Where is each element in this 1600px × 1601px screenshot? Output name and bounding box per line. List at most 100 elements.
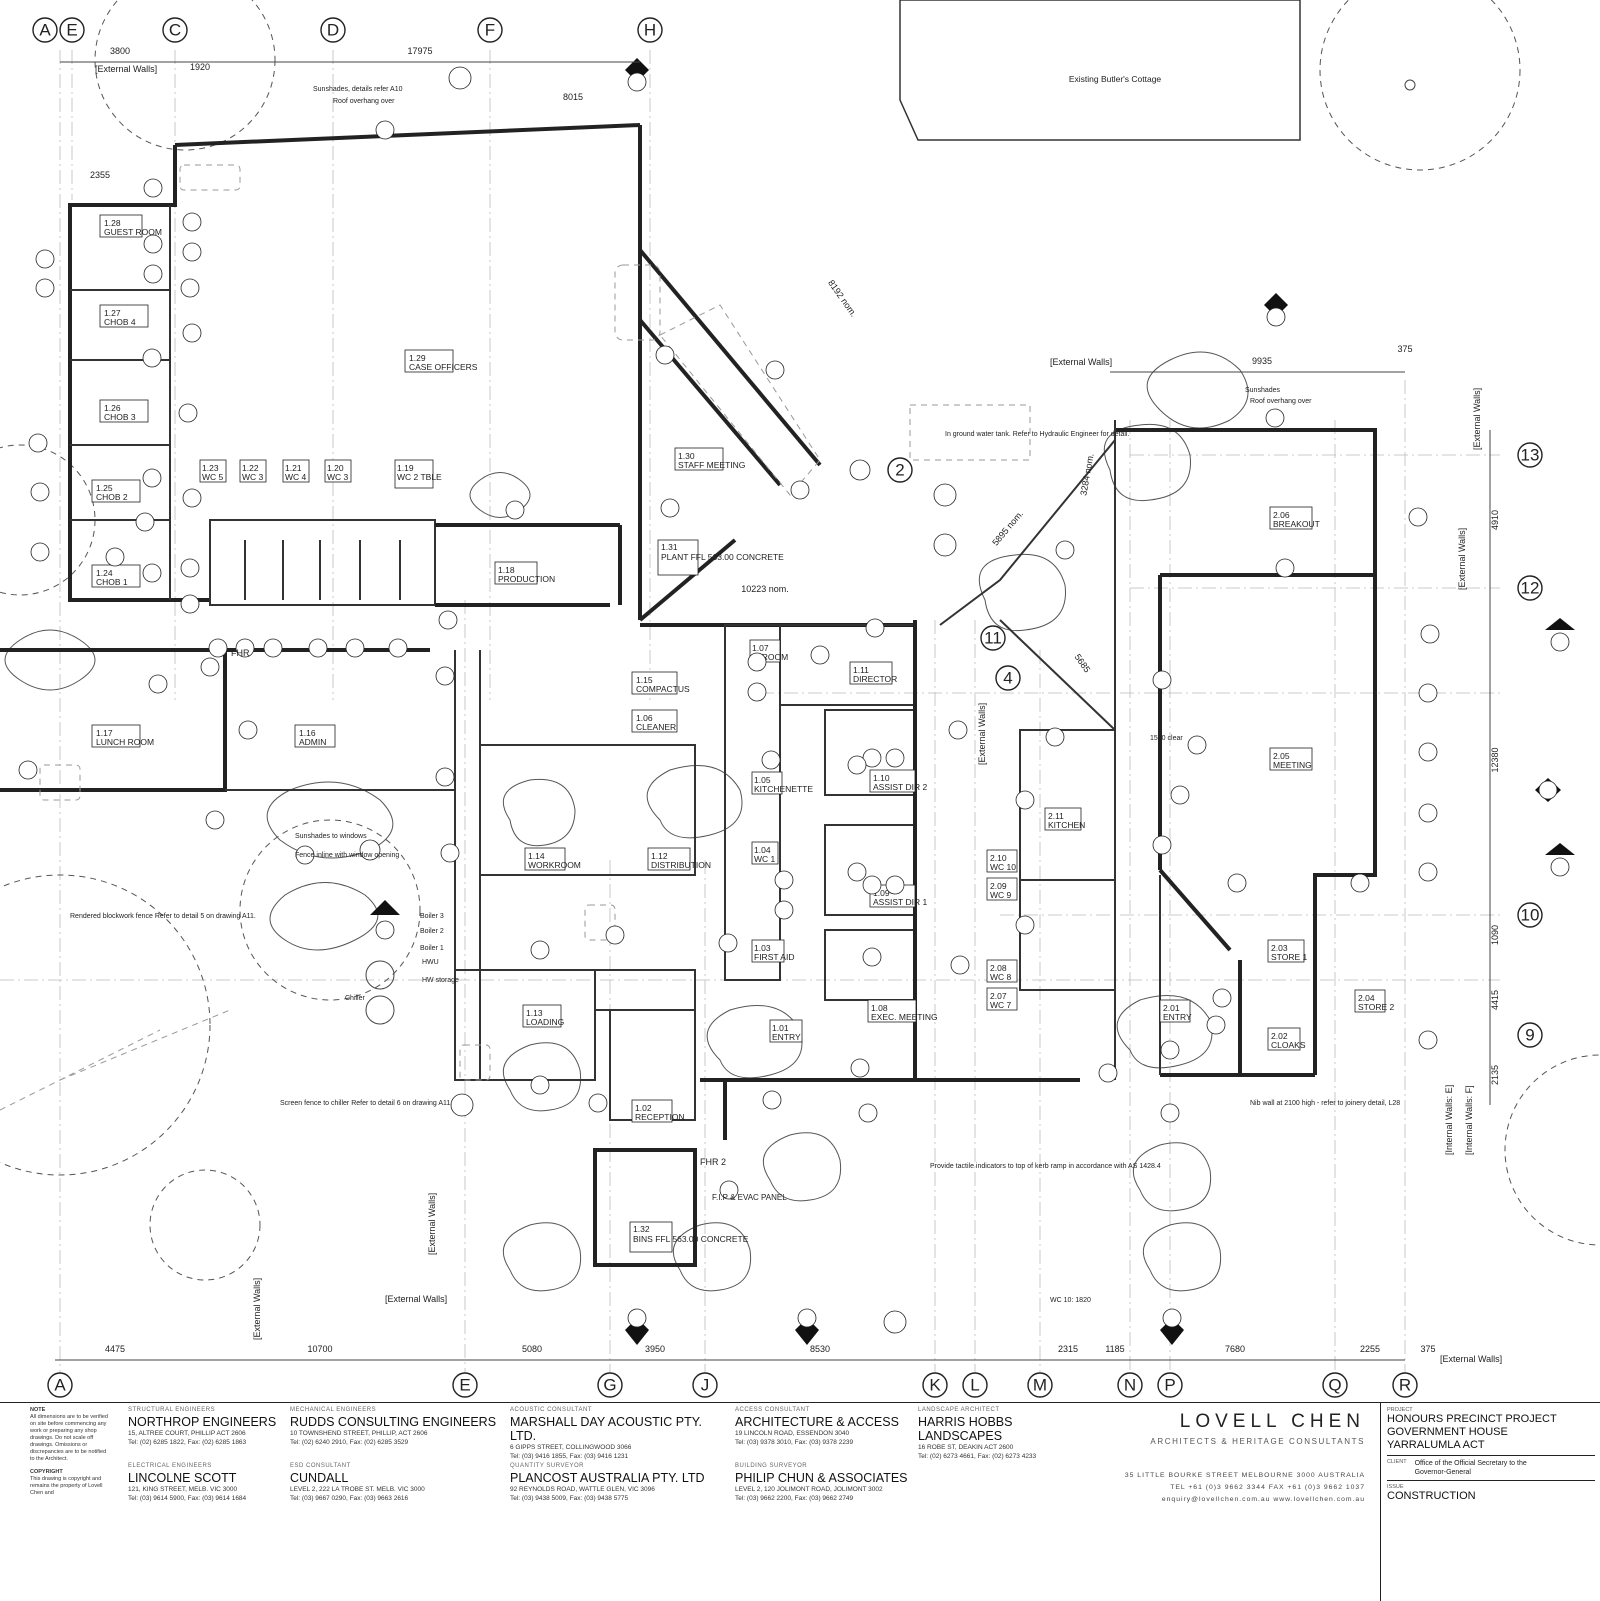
grid-bubbles-top: A E C D F H bbox=[32, 17, 663, 43]
svg-text:1.24: 1.24 bbox=[96, 568, 113, 578]
svg-text:STAFF MEETING: STAFF MEETING bbox=[678, 460, 745, 470]
dim-4475: 4475 bbox=[105, 1344, 125, 1354]
dim-8192-nom: 8192 nom. bbox=[826, 278, 859, 319]
external-walls-label-right: [External Walls] bbox=[1472, 388, 1482, 450]
svg-text:1.31: 1.31 bbox=[661, 542, 678, 552]
dim-2255: 2255 bbox=[1360, 1344, 1380, 1354]
svg-text:ADMIN: ADMIN bbox=[299, 737, 326, 747]
hw-storage-label: HW storage bbox=[422, 977, 459, 984]
section-markers bbox=[359, 58, 1575, 1345]
section-marker-e-bottom bbox=[625, 1308, 649, 1345]
svg-text:9: 9 bbox=[1525, 1026, 1534, 1045]
sunshades2-note: Sunshades bbox=[1245, 387, 1281, 394]
grid-bubble-r-bottom: R bbox=[1392, 1372, 1418, 1398]
screen-fence-note: Screen fence to chiller Refer to detail … bbox=[280, 1100, 452, 1107]
section-marker-g-bottom bbox=[1160, 1308, 1184, 1345]
svg-text:CLOAKS: CLOAKS bbox=[1271, 1040, 1306, 1050]
svg-text:G: G bbox=[603, 1376, 616, 1395]
svg-text:WC 5: WC 5 bbox=[202, 472, 224, 482]
svg-text:STORE 2: STORE 2 bbox=[1358, 1002, 1394, 1012]
grid-bubble-e-top: E bbox=[59, 17, 85, 43]
section-marker-01-top bbox=[448, 66, 472, 90]
fence-note: Rendered blockwork fence Refer to detail… bbox=[70, 913, 256, 920]
svg-text:13: 13 bbox=[1521, 446, 1540, 465]
svg-text:CHOB 4: CHOB 4 bbox=[104, 317, 136, 327]
svg-text:DISTRIBUTION: DISTRIBUTION bbox=[651, 860, 711, 870]
dim-1920: 1920 bbox=[190, 62, 210, 72]
svg-text:1.20: 1.20 bbox=[327, 463, 344, 473]
svg-text:2.05: 2.05 bbox=[1273, 751, 1290, 761]
butlers-cottage-label: Existing Butler's Cottage bbox=[1069, 74, 1162, 84]
svg-text:Q: Q bbox=[1328, 1376, 1341, 1395]
svg-text:1.04: 1.04 bbox=[754, 845, 771, 855]
grid-bubble-d-top: D bbox=[320, 17, 346, 43]
svg-text:11: 11 bbox=[984, 629, 1002, 648]
sunshades-windows-note: Sunshades to windows bbox=[295, 833, 367, 840]
svg-text:2.08: 2.08 bbox=[990, 963, 1007, 973]
dim-2315: 2315 bbox=[1058, 1344, 1078, 1354]
svg-text:E: E bbox=[459, 1376, 470, 1395]
grid-bubble-n-bottom: N bbox=[1117, 1372, 1143, 1398]
svg-text:CLEANER: CLEANER bbox=[636, 722, 676, 732]
svg-text:WC 10: WC 10 bbox=[990, 862, 1016, 872]
boiler3-label: Boiler 3 bbox=[420, 913, 444, 920]
grid-bubble-f-top: F bbox=[477, 17, 503, 43]
svg-text:1.06: 1.06 bbox=[636, 713, 653, 723]
dashed-features bbox=[0, 164, 1031, 1111]
project-name-line2: GOVERNMENT HOUSE bbox=[1387, 1426, 1508, 1438]
svg-text:2.04: 2.04 bbox=[1358, 993, 1375, 1003]
grid-bubble-h-top: H bbox=[637, 17, 663, 43]
firm-address-line1: 35 LITTLE BOURKE STREET MELBOURNE 3000 A… bbox=[1124, 1472, 1365, 1479]
svg-text:1.25: 1.25 bbox=[96, 483, 113, 493]
dim-9935: 9935 bbox=[1252, 356, 1272, 366]
svg-text:4: 4 bbox=[1003, 669, 1012, 688]
svg-text:1.27: 1.27 bbox=[104, 308, 121, 318]
water-tank-note: In ground water tank. Refer to Hydraulic… bbox=[945, 431, 1129, 438]
svg-text:1.26: 1.26 bbox=[104, 403, 121, 413]
firm-subtitle: ARCHITECTS & HERITAGE CONSULTANTS bbox=[1150, 1437, 1365, 1446]
svg-text:KITCHENETTE: KITCHENETTE bbox=[754, 784, 813, 794]
svg-text:1.08: 1.08 bbox=[871, 1003, 888, 1013]
fhr2-label: FHR 2 bbox=[700, 1157, 726, 1167]
section-marker-a-right bbox=[1545, 618, 1575, 652]
dim-12380: 12380 bbox=[1490, 747, 1500, 772]
svg-text:2.03: 2.03 bbox=[1271, 943, 1288, 953]
grid-bubble-13: 13 bbox=[1517, 442, 1543, 468]
svg-text:KITCHEN: KITCHEN bbox=[1048, 820, 1085, 830]
section-marker-g bbox=[1264, 293, 1288, 327]
grid-bubble-e-bottom: E bbox=[452, 1372, 478, 1398]
svg-text:2.02: 2.02 bbox=[1271, 1031, 1288, 1041]
boiler2-label: Boiler 2 bbox=[420, 928, 444, 935]
wall-labels: [External Walls] [External Walls] [Exter… bbox=[95, 64, 1502, 1364]
svg-text:1.30: 1.30 bbox=[678, 451, 695, 461]
consultant-acoustic: ACOUSTIC CONSULTANT MARSHALL DAY ACOUSTI… bbox=[510, 1407, 702, 1460]
client-name: Office of the Official Secretary to the … bbox=[1414, 1460, 1527, 1476]
project-name-line3: YARRALUMLA ACT bbox=[1387, 1439, 1485, 1451]
grid-lines bbox=[0, 50, 1500, 1380]
svg-text:1.19: 1.19 bbox=[397, 463, 414, 473]
section-marker-d-mid bbox=[359, 839, 381, 861]
svg-text:F: F bbox=[485, 21, 495, 40]
external-walls-label-e: [External Walls] bbox=[427, 1193, 437, 1255]
